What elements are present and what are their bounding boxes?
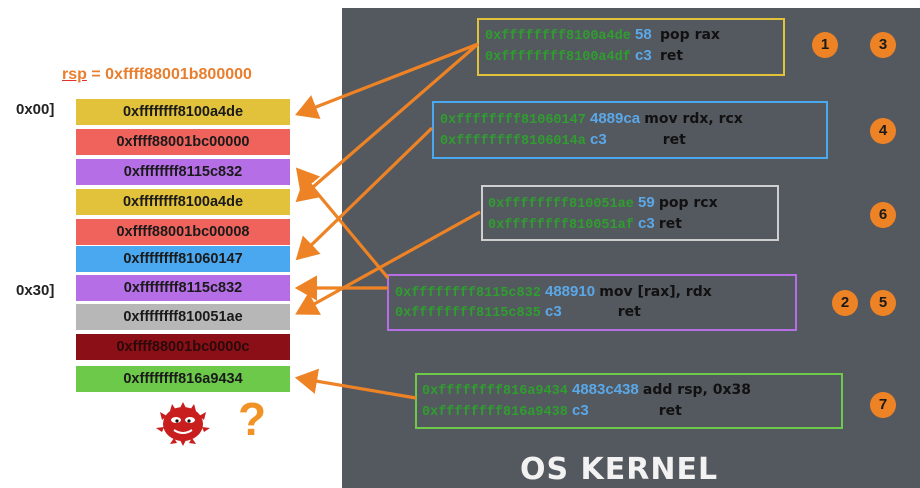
stack-cell: 0xffffffff8100a4de bbox=[76, 189, 290, 215]
gadget-opcode: 4883c438 bbox=[572, 381, 639, 398]
gadget-address: 0xffffffff810051ae bbox=[488, 197, 634, 212]
gadget-line: 0xffffffff816a9434 4883c438 add rsp, 0x3… bbox=[422, 381, 751, 399]
gadget-box-mov-rax-rdx bbox=[387, 274, 797, 331]
step-badge: 6 bbox=[870, 202, 896, 228]
question-mark: ? bbox=[238, 393, 267, 445]
arrow bbox=[295, 42, 479, 119]
step-badge: 2 bbox=[832, 290, 858, 316]
gadget-address: 0xffffffff816a9438 bbox=[422, 405, 568, 420]
rsp-register-name: rsp bbox=[62, 66, 87, 83]
stack-cell: 0xffffffff8115c832 bbox=[76, 275, 290, 301]
gadget-address: 0xffffffff8106014a bbox=[440, 134, 586, 149]
offset-label-0x30: 0x30] bbox=[16, 282, 55, 299]
stack-cell: 0xffffffff810051ae bbox=[76, 304, 290, 330]
gadget-line: 0xffffffff8115c832 488910 mov [rax], rdx bbox=[395, 283, 712, 301]
gadget-address: 0xffffffff816a9434 bbox=[422, 384, 568, 399]
gadget-instruction: mov rdx, rcx bbox=[644, 111, 743, 127]
gadget-opcode: 488910 bbox=[545, 283, 596, 300]
gadget-line: 0xffffffff816a9438 c3 ret bbox=[422, 402, 682, 420]
gadget-instruction: add rsp, 0x38 bbox=[642, 382, 751, 398]
gadget-line: 0xffffffff8106014a c3 ret bbox=[440, 131, 686, 149]
gadget-line: 0xffffffff810051ae 59 pop rcx bbox=[488, 194, 718, 212]
gadget-line: 0xffffffff8115c835 c3 ret bbox=[395, 303, 641, 321]
gadget-line: 0xffffffff8100a4de 58 pop rax bbox=[485, 26, 720, 44]
gadget-box-mov-rdx-rcx bbox=[432, 101, 828, 159]
stack-cell: 0xffff88001bc0000c bbox=[76, 334, 290, 360]
stack-cell: 0xffffffff816a9434 bbox=[76, 366, 290, 392]
kernel-label: OS KERNEL bbox=[520, 452, 719, 487]
gadget-opcode: 59 bbox=[638, 194, 655, 211]
virus-icon bbox=[156, 402, 210, 446]
gadget-opcode: c3 bbox=[572, 402, 589, 419]
gadget-opcode: 58 bbox=[635, 26, 652, 43]
rsp-value: = 0xffff88001b800000 bbox=[86, 66, 252, 83]
gadget-box-add-rsp bbox=[415, 373, 843, 429]
step-badge: 1 bbox=[812, 32, 838, 58]
step-badge: 5 bbox=[870, 290, 896, 316]
gadget-instruction: ret bbox=[662, 132, 686, 148]
step-badge: 3 bbox=[870, 32, 896, 58]
arrow bbox=[295, 167, 390, 280]
stack-cell: 0xffff88001bc00008 bbox=[76, 219, 290, 245]
gadget-line: 0xffffffff81060147 4889ca mov rdx, rcx bbox=[440, 110, 743, 128]
gadget-address: 0xffffffff8100a4df bbox=[485, 50, 631, 65]
offset-label-0x00: 0x00] bbox=[16, 101, 55, 118]
gadget-line: 0xffffffff810051af c3 ret bbox=[488, 215, 682, 233]
step-badge: 4 bbox=[870, 118, 896, 144]
rsp-label: rsp = 0xffff88001b800000 bbox=[62, 66, 252, 84]
gadget-opcode: 4889ca bbox=[590, 110, 641, 127]
gadget-line: 0xffffffff8100a4df c3 ret bbox=[485, 47, 683, 65]
stack-cell: 0xffff88001bc00000 bbox=[76, 129, 290, 155]
gadget-address: 0xffffffff8100a4de bbox=[485, 29, 631, 44]
gadget-box-pop-rax bbox=[477, 18, 785, 76]
gadget-instruction: ret bbox=[658, 403, 682, 419]
gadget-opcode: c3 bbox=[590, 131, 607, 148]
gadget-opcode: c3 bbox=[638, 215, 655, 232]
gadget-box-pop-rcx bbox=[481, 185, 779, 241]
stack-cell: 0xffffffff8115c832 bbox=[76, 159, 290, 185]
kernel-panel bbox=[342, 8, 920, 488]
gadget-address: 0xffffffff8115c832 bbox=[395, 286, 541, 301]
gadget-address: 0xffffffff8115c835 bbox=[395, 306, 541, 321]
gadget-instruction: mov [rax], rdx bbox=[599, 284, 712, 300]
gadget-address: 0xffffffff810051af bbox=[488, 218, 634, 233]
gadget-instruction: ret bbox=[617, 304, 641, 320]
gadget-instruction: ret bbox=[658, 216, 682, 232]
gadget-instruction: pop rcx bbox=[658, 195, 718, 211]
stack-cell: 0xffffffff8100a4de bbox=[76, 99, 290, 125]
arrow bbox=[295, 126, 434, 261]
arrow bbox=[295, 42, 480, 203]
gadget-instruction: pop rax bbox=[660, 27, 720, 43]
gadget-opcode: c3 bbox=[545, 303, 562, 320]
arrow bbox=[295, 210, 481, 315]
gadget-address: 0xffffffff81060147 bbox=[440, 113, 586, 128]
stack-cell: 0xffffffff81060147 bbox=[76, 246, 290, 272]
arrow bbox=[294, 368, 417, 400]
step-badge: 7 bbox=[870, 392, 896, 418]
gadget-opcode: c3 bbox=[635, 47, 652, 64]
gadget-instruction: ret bbox=[660, 48, 684, 64]
